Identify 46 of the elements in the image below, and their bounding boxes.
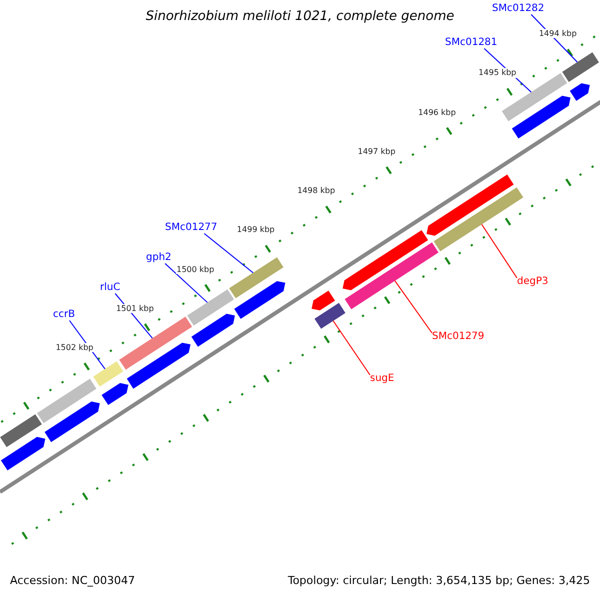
gene-block bbox=[102, 383, 128, 405]
leader-line bbox=[164, 263, 208, 303]
scale-label: 1500 kbp bbox=[176, 264, 216, 274]
feature-bar bbox=[434, 187, 524, 252]
leader-line bbox=[481, 224, 518, 278]
gene-block bbox=[342, 230, 428, 290]
accession-text: Accession: NC_003047 bbox=[10, 575, 136, 588]
feature-bar bbox=[93, 361, 124, 387]
genome-info-text: Topology: circular; Length: 3,654,135 bp; Genes: 3,425 bbox=[288, 575, 590, 588]
gene-label: rluC bbox=[100, 282, 120, 294]
scale-label: 1494 kbp bbox=[538, 29, 578, 38]
title: Sinorhizobium meliloti 1021, complete genome bbox=[144, 10, 456, 25]
scale-label: 1499 kbp bbox=[236, 225, 276, 234]
gene-label: ccrB bbox=[53, 309, 75, 320]
gene-label: SMc01281 bbox=[445, 37, 498, 48]
gene-block bbox=[0, 436, 46, 470]
gene-block bbox=[191, 314, 235, 347]
gene-block bbox=[126, 342, 190, 389]
feature-bar bbox=[0, 414, 42, 448]
gene-block bbox=[312, 290, 335, 310]
gene-block bbox=[44, 402, 100, 442]
scale-label: 1497 kbp bbox=[356, 146, 396, 156]
feature-bar bbox=[187, 289, 234, 326]
gene-label: SMc01282 bbox=[492, 3, 544, 14]
gene-label: SMc01277 bbox=[165, 222, 218, 234]
scale-label: 1502 kbp bbox=[54, 343, 94, 352]
feature-bar bbox=[229, 257, 284, 298]
feature-bar bbox=[314, 302, 346, 329]
scale-label: 1498 kbp bbox=[296, 186, 336, 196]
scale-label: 1501 kbp bbox=[115, 304, 155, 313]
feature-bar bbox=[562, 52, 599, 82]
feature-bar bbox=[344, 242, 438, 310]
gene-label: gph2 bbox=[146, 252, 172, 264]
feature-bar bbox=[37, 378, 96, 424]
leader-line bbox=[332, 320, 370, 376]
gene-label: degP3 bbox=[517, 276, 548, 288]
leader-line bbox=[204, 233, 254, 274]
gene-label: SMc01279 bbox=[432, 331, 484, 342]
feature-bar bbox=[119, 316, 192, 370]
scale-label: 1496 kbp bbox=[417, 108, 457, 117]
gene-label: sugE bbox=[370, 373, 394, 384]
gene-block bbox=[426, 174, 514, 236]
gene-block bbox=[234, 281, 286, 319]
scale-label: 1495 kbp bbox=[478, 68, 518, 78]
gene-block bbox=[512, 96, 570, 138]
leader-line bbox=[394, 280, 432, 334]
